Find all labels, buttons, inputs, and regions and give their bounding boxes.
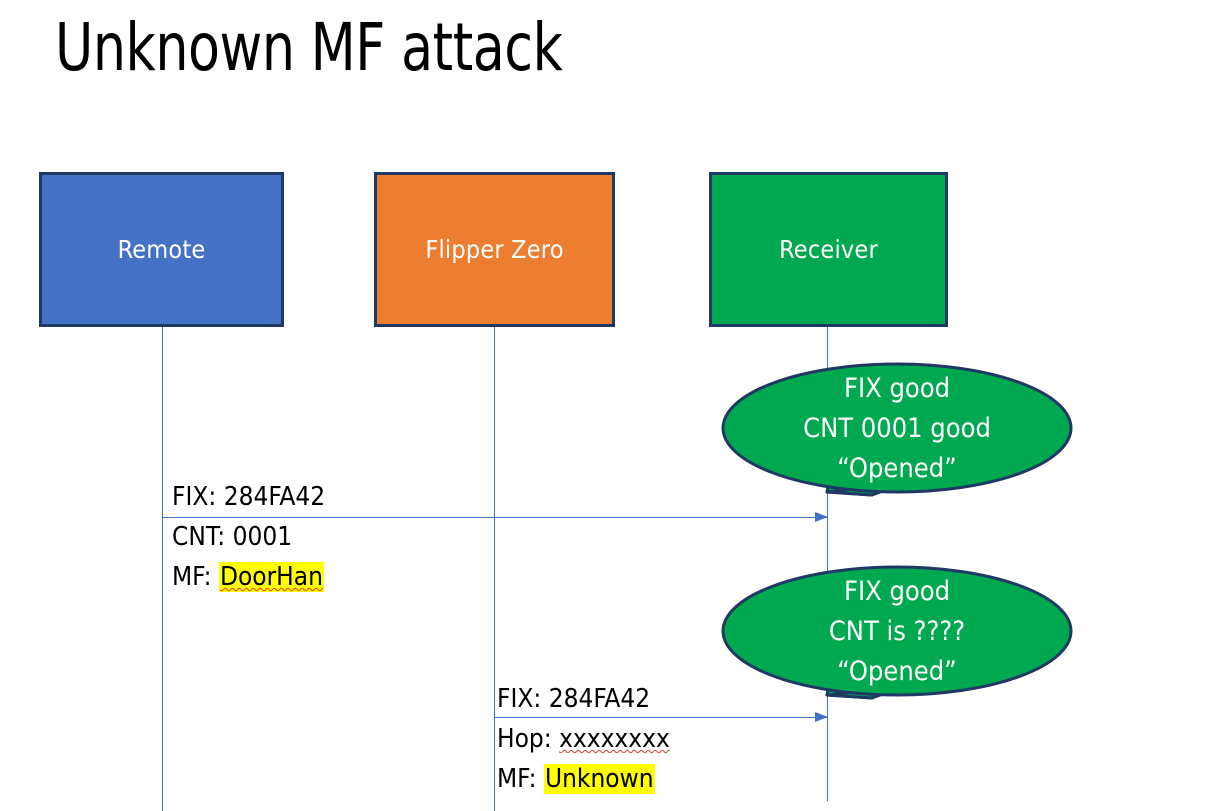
message-arrow-flipper-to-receiver (495, 712, 828, 722)
lifeline-remote (162, 326, 163, 811)
message-line: FIX: 284FA42 (172, 477, 325, 517)
callout-shape-icon (721, 362, 1073, 497)
actor-label-flipper: Flipper Zero (425, 235, 564, 264)
message-line: FIX: 284FA42 (497, 679, 670, 719)
actor-box-flipper[interactable]: Flipper Zero (374, 172, 615, 327)
actor-box-receiver[interactable]: Receiver (709, 172, 948, 327)
callout-bubble-second-response[interactable]: FIX good CNT is ???? “Opened” (721, 565, 1073, 723)
line-value: xxxxxxxx (559, 724, 670, 754)
line-prefix: MF: (172, 562, 219, 592)
actor-label-receiver: Receiver (779, 235, 878, 264)
lifeline-receiver (827, 326, 828, 801)
line-value: 284FA42 (223, 482, 326, 512)
actor-label-remote: Remote (117, 235, 206, 264)
message-line: MF: DoorHan (172, 557, 325, 597)
message-line: CNT: 0001 (172, 517, 325, 557)
lifeline-flipper (494, 326, 495, 811)
line-prefix: FIX: (172, 482, 224, 512)
line-value-highlighted: Unknown (543, 764, 655, 794)
message-label-flipper: FIX: 284FA42 Hop: xxxxxxxx MF: Unknown (497, 679, 670, 799)
line-prefix: CNT: (172, 522, 233, 552)
callout-shape-icon (721, 565, 1073, 700)
line-value-highlighted: DoorHan (218, 562, 324, 592)
message-arrow-remote-to-receiver (163, 512, 828, 522)
message-line: Hop: xxxxxxxx (497, 719, 670, 759)
line-value: 284FA42 (548, 684, 651, 714)
line-prefix: FIX: (497, 684, 549, 714)
line-prefix: MF: (497, 764, 544, 794)
page-title: Unknown MF attack (55, 9, 563, 86)
line-prefix: Hop: (497, 724, 560, 754)
line-value: 0001 (232, 522, 293, 552)
callout-bubble-first-response[interactable]: FIX good CNT 0001 good “Opened” (721, 362, 1073, 520)
message-line: MF: Unknown (497, 759, 670, 799)
actor-box-remote[interactable]: Remote (39, 172, 284, 327)
message-label-remote: FIX: 284FA42 CNT: 0001 MF: DoorHan (172, 477, 325, 597)
